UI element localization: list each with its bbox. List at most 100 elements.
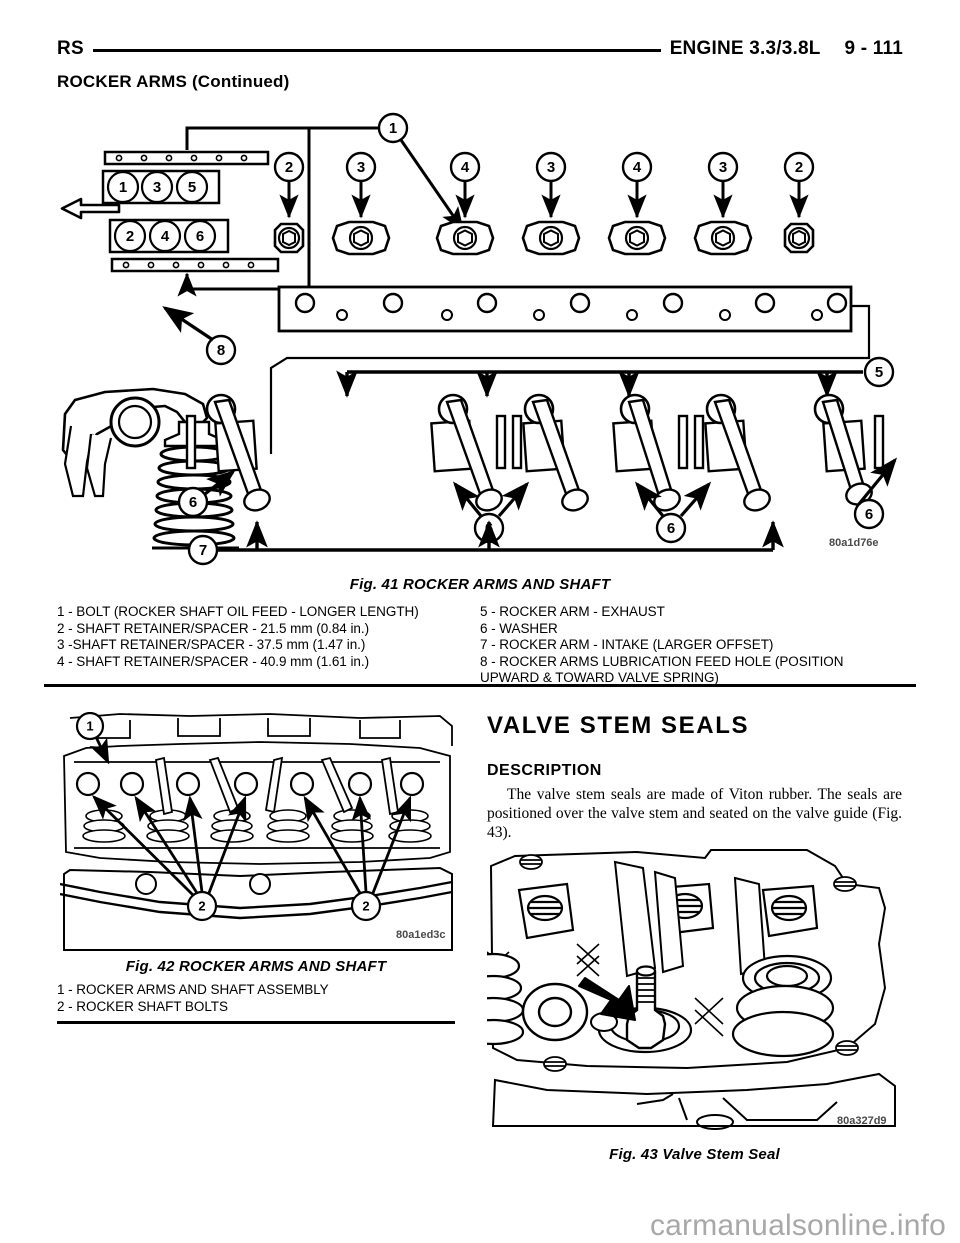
svg-text:7: 7 bbox=[199, 542, 207, 559]
rocker-arm bbox=[813, 393, 885, 506]
legend-item: 5 - ROCKER ARM - EXHAUST bbox=[480, 604, 665, 619]
rocker-arm bbox=[430, 393, 507, 512]
bolt-head bbox=[273, 222, 305, 254]
callout-bubble: 3 bbox=[535, 151, 567, 219]
subsection-title: DESCRIPTION bbox=[487, 762, 602, 779]
figure-42-image-code: 80a1ed3c bbox=[396, 929, 446, 941]
svg-text:4: 4 bbox=[633, 159, 642, 176]
figure-42-illustration: 1 2 2 80a1ed3c bbox=[59, 711, 455, 952]
cylinder-number: 4 bbox=[161, 228, 170, 245]
callout-6: 6 bbox=[634, 481, 712, 544]
svg-text:3: 3 bbox=[357, 159, 365, 176]
svg-text:2: 2 bbox=[198, 898, 205, 913]
svg-text:6: 6 bbox=[667, 520, 675, 537]
legend-item: 8 - ROCKER ARMS LUBRICATION FEED HOLE (P… bbox=[480, 653, 844, 686]
legend-item: 2 - ROCKER SHAFT BOLTS bbox=[57, 998, 228, 1014]
valve-guide-bore bbox=[521, 982, 589, 1042]
bolt-head bbox=[607, 220, 667, 256]
callout-7: 7 bbox=[187, 520, 784, 566]
lower-casting-detail bbox=[636, 1093, 838, 1130]
casting-webs bbox=[613, 860, 767, 978]
bolt-head bbox=[331, 220, 391, 256]
svg-text:6: 6 bbox=[189, 494, 197, 511]
header-rule bbox=[93, 48, 661, 52]
figure-41-caption: Fig. 41 ROCKER ARMS AND SHAFT bbox=[349, 576, 611, 593]
legend-item: 1 - ROCKER ARMS AND SHAFT ASSEMBLY bbox=[57, 982, 329, 997]
cylinder-number: 6 bbox=[196, 228, 204, 245]
valve-stem-with-seal bbox=[590, 965, 693, 1054]
figure-42-legend: 1 - ROCKER ARMS AND SHAFT ASSEMBLY 2 - R… bbox=[57, 982, 455, 1015]
cylinder-layout-diagram: 1 3 5 2 4 6 bbox=[60, 150, 280, 273]
legend-item: 3 -SHAFT RETAINER/SPACER - 37.5 mm (1.47… bbox=[57, 637, 366, 652]
svg-text:2: 2 bbox=[285, 159, 293, 176]
callout-bubble: 4 bbox=[449, 151, 481, 219]
svg-text:1: 1 bbox=[86, 718, 93, 733]
cylinder-number: 3 bbox=[153, 179, 161, 196]
svg-text:4: 4 bbox=[461, 159, 470, 176]
callout-bubble: 3 bbox=[345, 151, 377, 219]
cylinder-number: 5 bbox=[188, 179, 196, 196]
callout-6: 6 bbox=[177, 470, 236, 518]
valve-spring bbox=[731, 954, 835, 1058]
legend-item: 4 - SHAFT RETAINER/SPACER - 40.9 mm (1.6… bbox=[57, 653, 370, 669]
figure-43-illustration: 80a327d9 bbox=[461, 848, 902, 1130]
callout-bubble: 2 bbox=[273, 151, 305, 219]
valve-stem-seals-section: VALVE STEM SEALS DESCRIPTION The valve s… bbox=[487, 712, 902, 842]
header-model-code: RS bbox=[57, 38, 84, 59]
page-header: RS ENGINE 3.3/3.8L 9 - 111 bbox=[57, 36, 903, 62]
rocker-arm bbox=[612, 393, 689, 512]
svg-text:3: 3 bbox=[547, 159, 555, 176]
svg-text:6: 6 bbox=[865, 506, 873, 523]
callout-1: 1 bbox=[75, 711, 110, 765]
site-watermark: carmanualsonline.info bbox=[649, 1209, 946, 1242]
figure-41-illustration: 1 3 5 2 4 6 bbox=[57, 104, 903, 569]
figure-41-legend: 1 - BOLT (ROCKER SHAFT OIL FEED - LONGER… bbox=[57, 604, 903, 687]
threaded-holes bbox=[519, 854, 859, 1072]
shaft-outline-guide bbox=[269, 304, 871, 454]
column-divider-rule bbox=[57, 1021, 455, 1024]
bolt-head bbox=[435, 220, 495, 256]
figure-43-image-code: 80a327d9 bbox=[837, 1115, 887, 1127]
callout-bubble: 4 bbox=[621, 151, 653, 219]
rocker-arm-group bbox=[185, 393, 885, 512]
bolt-head bbox=[783, 222, 815, 254]
callout-8: 8 bbox=[162, 306, 237, 366]
callout-bubble: 3 bbox=[707, 151, 739, 219]
bolt-head bbox=[521, 220, 581, 256]
section-title: VALVE STEM SEALS bbox=[487, 712, 750, 739]
rocker-arm bbox=[185, 393, 271, 512]
callout-2: 2 bbox=[92, 795, 247, 922]
header-section-title: ENGINE 3.3/3.8L bbox=[669, 38, 821, 59]
legend-item: 7 - ROCKER ARM - INTAKE (LARGER OFFSET) bbox=[480, 637, 774, 652]
svg-text:2: 2 bbox=[795, 159, 803, 176]
rocker-shaft-bolt-bosses bbox=[75, 771, 425, 797]
cylinder-number: 2 bbox=[126, 228, 134, 245]
callout-6: 6 bbox=[853, 457, 898, 530]
ignition-wire bbox=[59, 880, 453, 920]
figure-43-caption: Fig. 43 Valve Stem Seal bbox=[609, 1146, 780, 1163]
bolt-callouts: 2 3 4 3 bbox=[273, 151, 815, 219]
callout-5: 5 bbox=[336, 356, 895, 398]
rocker-arm bbox=[693, 393, 771, 512]
washer-callouts: 6 6 6 6 bbox=[177, 457, 898, 544]
svg-text:1: 1 bbox=[389, 120, 397, 137]
section-divider-rule bbox=[44, 684, 916, 687]
legend-item: 2 - SHAFT RETAINER/SPACER - 21.5 mm (0.8… bbox=[57, 620, 370, 636]
seal-pointer-arrow-icon bbox=[578, 977, 636, 1021]
svg-text:2: 2 bbox=[362, 898, 369, 913]
rocker-shaft-pads bbox=[517, 882, 819, 940]
bolt-head bbox=[693, 220, 753, 256]
callout-1: 1 bbox=[377, 112, 465, 232]
svg-text:3: 3 bbox=[719, 159, 727, 176]
svg-text:8: 8 bbox=[217, 342, 225, 359]
engine-block-lower bbox=[63, 866, 453, 951]
cylinder-number: 1 bbox=[119, 179, 127, 196]
figure-41-image-code: 80a1d76e bbox=[829, 537, 879, 549]
continued-heading: ROCKER ARMS (Continued) bbox=[57, 72, 290, 91]
rocker-shaft bbox=[277, 285, 853, 333]
rocker-arm bbox=[511, 393, 589, 512]
legend-item: 1 - BOLT (ROCKER SHAFT OIL FEED - LONGER… bbox=[57, 604, 419, 619]
legend-item: 6 - WASHER bbox=[480, 620, 558, 636]
description-paragraph: The valve stem seals are made of Viton r… bbox=[487, 786, 902, 841]
